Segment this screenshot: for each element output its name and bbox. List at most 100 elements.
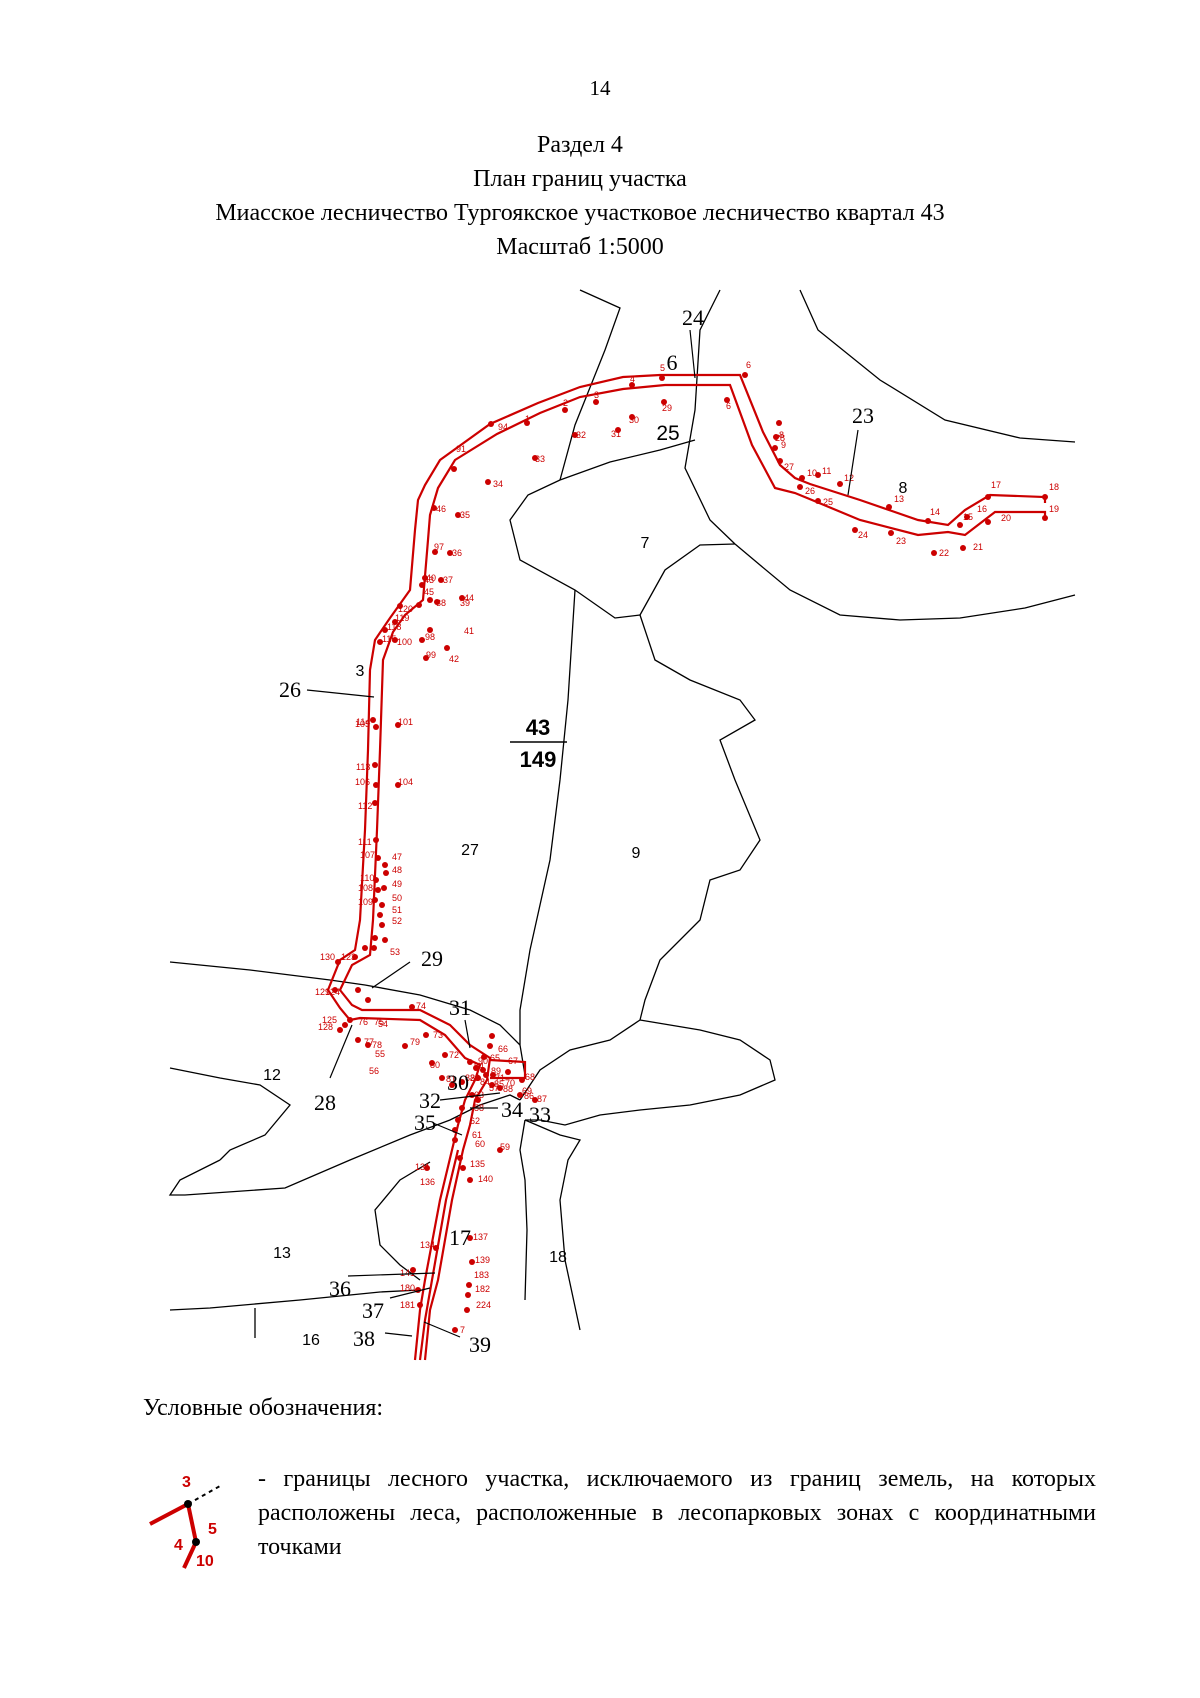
point-label: 18: [1049, 482, 1059, 492]
point-label: 98: [425, 632, 435, 642]
point-label: 114: [356, 717, 370, 727]
boundary-point: [409, 1004, 415, 1010]
parcel-line: [519, 1119, 528, 1301]
point-label: 224: [476, 1300, 491, 1310]
point-label: 37: [443, 575, 453, 585]
boundary-point: [467, 1235, 473, 1241]
point-label: 15: [963, 512, 973, 522]
point-label: 36: [452, 548, 462, 558]
point-label: 101: [398, 717, 413, 727]
boundary-point: [373, 837, 379, 843]
point-label: 181: [400, 1300, 415, 1310]
sector-label: 13: [273, 1245, 291, 1262]
point-label: 43: [424, 575, 434, 585]
boundary-point: [335, 959, 341, 965]
boundary-point: [410, 1267, 416, 1273]
forest-plot-boundary: [326, 373, 1047, 1361]
parcel-line: [559, 439, 696, 481]
boundary-point: [742, 372, 748, 378]
boundary-point: [372, 762, 378, 768]
parcel-line: [734, 543, 1076, 621]
boundary-point: [375, 855, 381, 861]
point-label: 69: [522, 1086, 532, 1096]
sector-label: 16: [302, 1332, 320, 1349]
point-label: 19: [1049, 504, 1059, 514]
boundary-point: [347, 1017, 353, 1023]
boundary-point: [532, 1097, 538, 1103]
boundary-point: [957, 522, 963, 528]
point-label: 38: [436, 598, 446, 608]
point-label: 33: [535, 454, 545, 464]
point-label: 16: [977, 504, 987, 514]
boundary-point: [373, 782, 379, 788]
boundary-point: [355, 987, 361, 993]
boundary-point: [488, 421, 494, 427]
boundary-inner-line: [338, 383, 1047, 1361]
boundary-point: [371, 945, 377, 951]
callout-label: 38: [353, 1326, 375, 1351]
point-label: 111: [358, 837, 372, 847]
point-label: 39: [460, 598, 470, 608]
quarter-number: 43: [526, 715, 550, 740]
boundary-middle-line: [418, 1149, 460, 1361]
boundary-point: [615, 427, 621, 433]
boundary-point: [431, 505, 437, 511]
point-label: 48: [392, 865, 402, 875]
point-label: 128: [318, 1022, 333, 1032]
boundary-point: [960, 545, 966, 551]
boundary-point: [772, 445, 778, 451]
callout-leaders: [306, 329, 859, 1338]
point-label: 61: [472, 1130, 482, 1140]
boundary-point: [1042, 494, 1048, 500]
point-label: 72: [449, 1050, 459, 1060]
title-block: Раздел 4 План границ участка Миасское ле…: [0, 128, 1160, 264]
point-label: 6: [746, 360, 751, 370]
point-label: 108: [358, 883, 373, 893]
point-label: 1: [525, 414, 530, 424]
point-label: 86: [524, 1091, 534, 1101]
boundary-point: [797, 484, 803, 490]
boundary-point: [475, 1075, 481, 1081]
point-label: 71: [495, 1073, 505, 1083]
boundary-point: [659, 375, 665, 381]
boundary-point: [460, 1165, 466, 1171]
boundary-point: [497, 1085, 503, 1091]
sector-label: 9: [632, 845, 641, 862]
legend-point-label: 10: [196, 1553, 214, 1570]
point-label: 49: [392, 879, 402, 889]
callout-label: 35: [414, 1110, 436, 1135]
boundary-point: [455, 512, 461, 518]
point-label: 180: [400, 1283, 415, 1293]
point-label: 76: [358, 1017, 368, 1027]
point-label: 94: [498, 422, 508, 432]
boundary-point: [392, 619, 398, 625]
boundary-point: [815, 472, 821, 478]
parcel-line: [169, 961, 521, 1046]
boundary-point: [465, 1292, 471, 1298]
point-label: 28: [775, 433, 785, 443]
point-label: 62: [470, 1116, 480, 1126]
boundary-points: [332, 372, 1048, 1333]
point-label: 89: [491, 1066, 501, 1076]
boundary-point: [629, 414, 635, 420]
point-label: 50: [392, 893, 402, 903]
boundary-point: [447, 550, 453, 556]
boundary-point: [395, 722, 401, 728]
boundary-point: [473, 1065, 479, 1071]
point-label: 120: [398, 604, 413, 614]
boundary-point: [459, 595, 465, 601]
boundary-point: [1042, 515, 1048, 521]
boundary-point: [423, 655, 429, 661]
boundary-point: [444, 645, 450, 651]
point-label: 51: [392, 905, 402, 915]
boundary-point: [424, 1165, 430, 1171]
point-label: 45: [424, 587, 434, 597]
boundary-point: [427, 627, 433, 633]
point-label: 52: [392, 916, 402, 926]
boundary-point: [332, 987, 338, 993]
point-label: 57: [489, 1083, 499, 1093]
leader-23: [847, 429, 859, 496]
